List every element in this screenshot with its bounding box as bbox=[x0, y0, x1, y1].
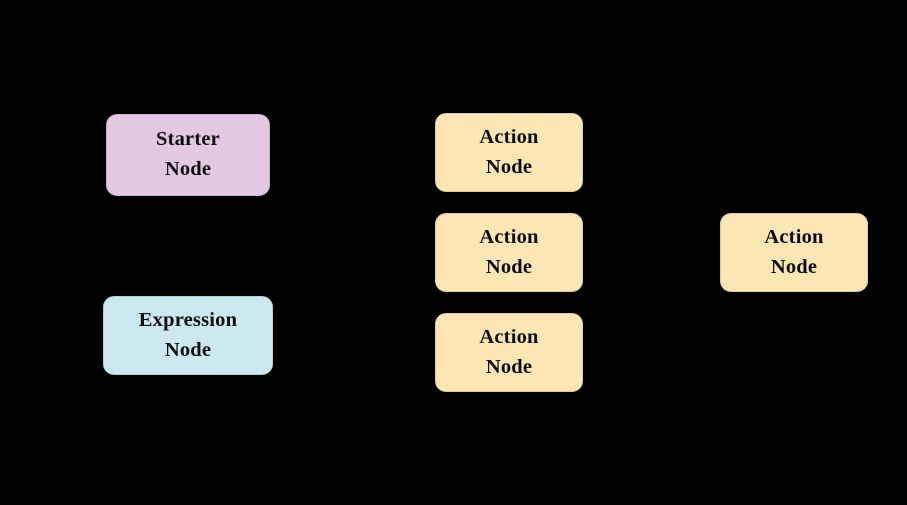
action-node-1-label-line1: Action bbox=[479, 125, 539, 148]
action-node-4[interactable]: Action Node bbox=[720, 213, 868, 292]
action-node-3[interactable]: Action Node bbox=[435, 313, 583, 392]
action-node-4-label-line2: Node bbox=[770, 255, 818, 278]
action-node-2-label-line1: Action bbox=[479, 225, 539, 248]
starter-node[interactable]: Starter Node bbox=[106, 114, 270, 196]
starter-node-label-line1: Starter bbox=[155, 128, 220, 151]
action-node-4-label-line1: Action bbox=[764, 225, 824, 248]
action-node-2-label-line2: Node bbox=[485, 255, 533, 278]
expression-node-label-line1: Expression bbox=[138, 308, 238, 331]
expression-node[interactable]: Expression Node bbox=[103, 296, 273, 375]
action-node-3-label-line1: Action bbox=[479, 325, 539, 348]
expression-node-label-line2: Node bbox=[164, 338, 212, 361]
action-node-1[interactable]: Action Node bbox=[435, 113, 583, 192]
action-node-1-label-line2: Node bbox=[485, 155, 533, 178]
action-node-2[interactable]: Action Node bbox=[435, 213, 583, 292]
action-node-3-label-line2: Node bbox=[485, 355, 533, 378]
starter-node-label-line2: Node bbox=[164, 158, 212, 180]
